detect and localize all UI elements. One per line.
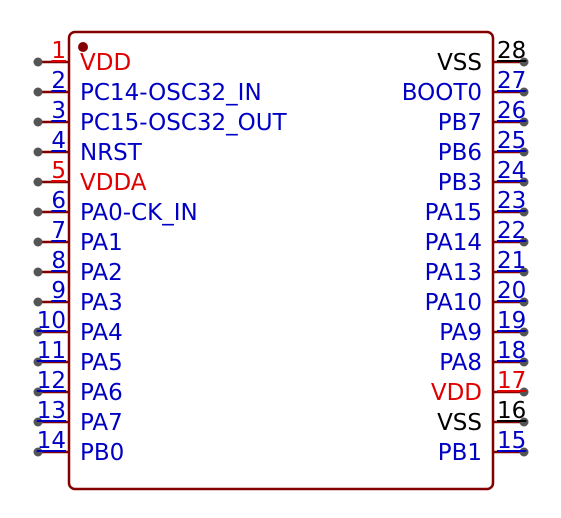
pin-16-name: VSS [437, 410, 482, 436]
pin-22-name: PA14 [425, 230, 482, 256]
pin-20-name: PA10 [425, 290, 482, 316]
pin-15-number: 15 [497, 428, 526, 454]
pin-10-name: PA4 [80, 320, 123, 346]
pin-6-name: PA0-CK_IN [80, 200, 198, 226]
pin-2-name: PC14-OSC32_IN [80, 80, 262, 106]
pin-5-endpoint [33, 177, 43, 187]
pin-21-name: PA13 [425, 260, 482, 286]
pin-4-endpoint [33, 147, 43, 157]
pin-6-number: 6 [51, 188, 66, 214]
pin-7-endpoint [33, 237, 43, 247]
pin-5-name: VDDA [80, 170, 147, 196]
pin-7-name: PA1 [80, 230, 123, 256]
pin-8-endpoint [33, 267, 43, 277]
pin-19-name: PA9 [439, 320, 482, 346]
pin-22-number: 22 [497, 218, 526, 244]
pin-18-number: 18 [497, 338, 526, 364]
pin-8-number: 8 [51, 248, 66, 274]
pin-12-name: PA6 [80, 380, 123, 406]
pin-13-number: 13 [37, 398, 66, 424]
pin-25-name: PB6 [438, 140, 482, 166]
pin-5-number: 5 [51, 158, 66, 184]
pin-6-endpoint [33, 207, 43, 217]
pin-28-number: 28 [497, 38, 526, 64]
pin-1-name: VDD [80, 50, 131, 76]
pin-14-number: 14 [37, 428, 66, 454]
pin-7-number: 7 [51, 218, 66, 244]
pin-15-name: PB1 [438, 440, 482, 466]
pin-11-number: 11 [37, 338, 66, 364]
pin-4-number: 4 [51, 128, 66, 154]
ic-body-outline [67, 30, 495, 491]
pin-28-name: VSS [437, 50, 482, 76]
pin-16-number: 16 [497, 398, 526, 424]
pin-27-name: BOOT0 [402, 80, 482, 106]
pin-25-number: 25 [497, 128, 526, 154]
pin-17-number: 17 [497, 368, 526, 394]
pin-9-number: 9 [51, 278, 66, 304]
right-pin-group: 28VSS27BOOT026PB725PB624PB323PA1522PA142… [402, 38, 529, 466]
pin-27-number: 27 [497, 68, 526, 94]
pin-3-number: 3 [51, 98, 66, 124]
pin-12-number: 12 [37, 368, 66, 394]
pin-26-number: 26 [497, 98, 526, 124]
pin-9-name: PA3 [80, 290, 123, 316]
pin-1-number: 1 [51, 38, 66, 64]
pin-3-name: PC15-OSC32_OUT [80, 110, 288, 136]
pin-21-number: 21 [497, 248, 526, 274]
pin-14-name: PB0 [80, 440, 124, 466]
pin-20-number: 20 [497, 278, 526, 304]
pin-2-endpoint [33, 87, 43, 97]
pin1-marker-dot [78, 42, 88, 52]
pin-9-endpoint [33, 297, 43, 307]
pin-24-name: PB3 [438, 170, 482, 196]
pin-24-number: 24 [497, 158, 526, 184]
pin-8-name: PA2 [80, 260, 123, 286]
pin-2-number: 2 [51, 68, 66, 94]
pin-3-endpoint [33, 117, 43, 127]
pin-19-number: 19 [497, 308, 526, 334]
pin-23-name: PA15 [425, 200, 482, 226]
pin-13-name: PA7 [80, 410, 123, 436]
pin-1-endpoint [33, 57, 43, 67]
pin-17-name: VDD [431, 380, 482, 406]
pin-18-name: PA8 [439, 350, 482, 376]
pin-10-number: 10 [37, 308, 66, 334]
pin-26-name: PB7 [438, 110, 482, 136]
pin-23-number: 23 [497, 188, 526, 214]
pin-11-name: PA5 [80, 350, 123, 376]
pin-4-name: NRST [80, 140, 143, 166]
